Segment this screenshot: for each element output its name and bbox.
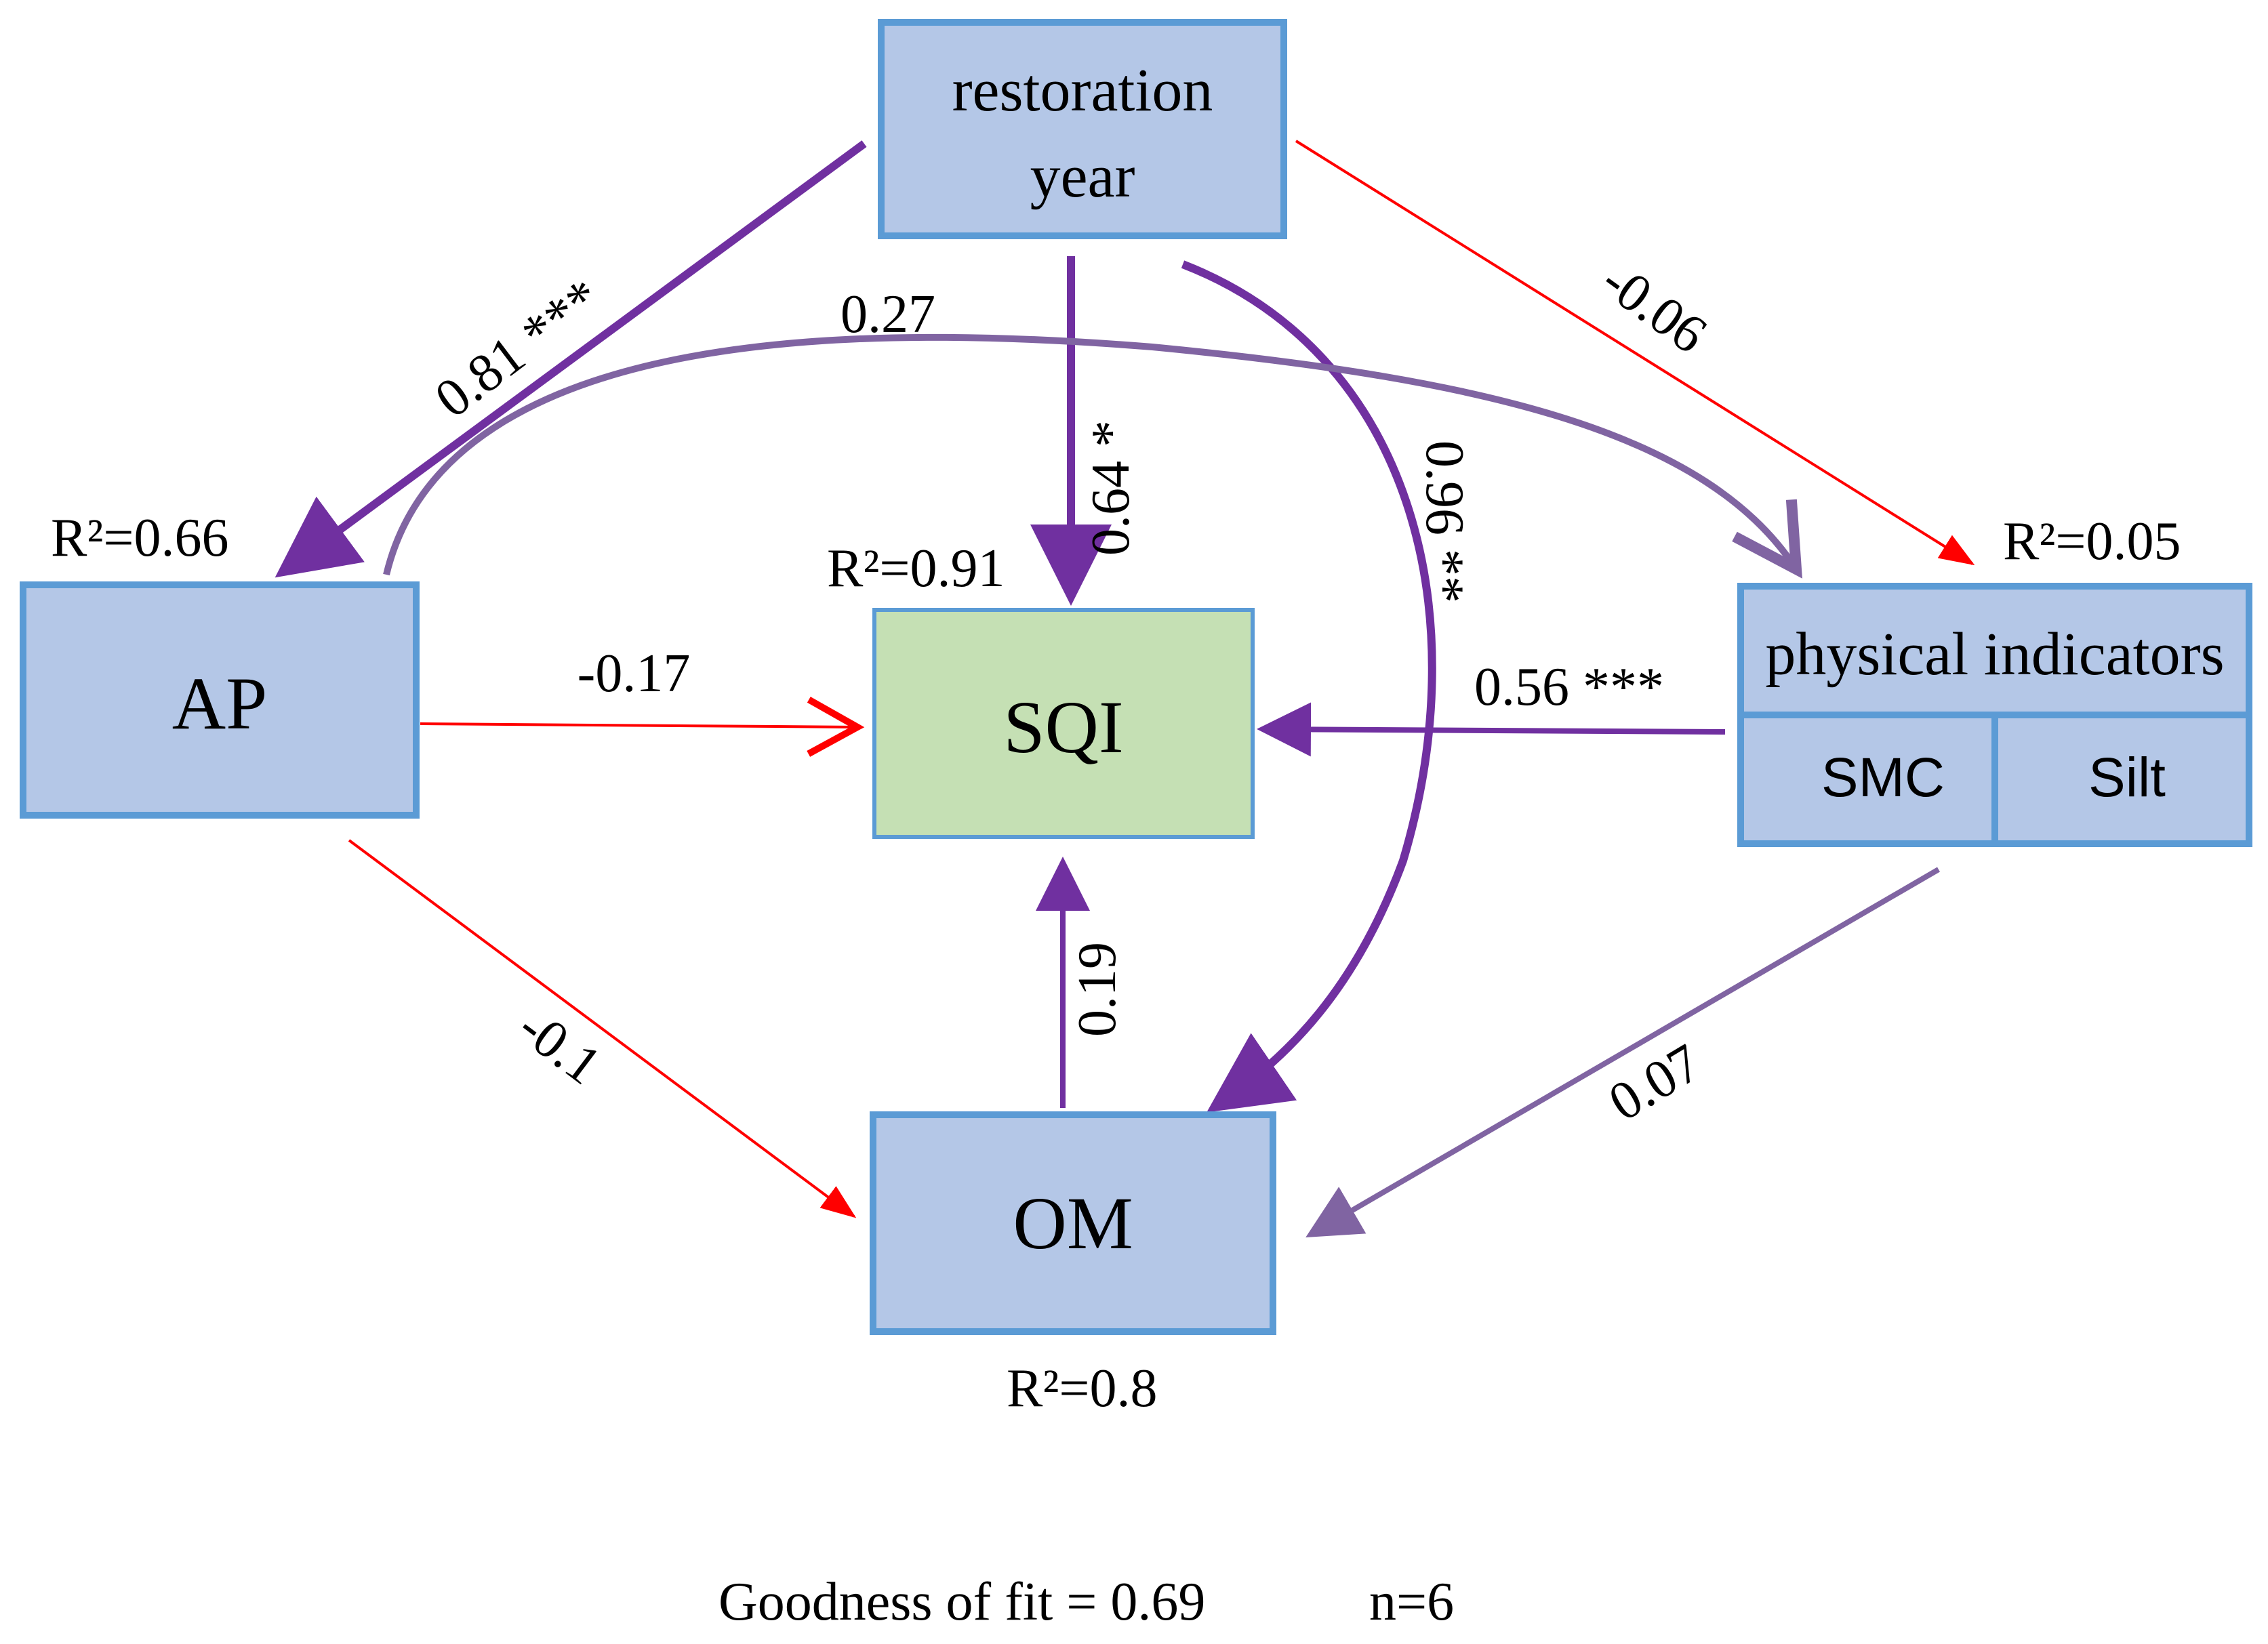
sqi-label: SQI <box>1003 686 1123 768</box>
coef-restoration-sqi: 0.64 * <box>1081 420 1141 556</box>
om-r2: R²=0.8 <box>1007 1359 1157 1418</box>
node-ap: AP <box>20 581 420 819</box>
physical-sub-smc: SMC <box>1821 747 1945 808</box>
coef-physical-om: 0.07 <box>1599 1033 1711 1133</box>
arrow-ap-sqi <box>420 697 865 757</box>
physical-label: physical indicators <box>1765 621 2224 688</box>
coef-restoration-om: 0.96 ** <box>1415 440 1474 603</box>
coef-om-sqi: 0.19 <box>1068 942 1127 1037</box>
coef-ap-physical: 0.27 <box>841 285 935 344</box>
coef-physical-sqi: 0.56 *** <box>1474 657 1664 717</box>
arrow-restoration-physical <box>1295 140 1975 566</box>
coef-ap-om: -0.1 <box>508 997 612 1096</box>
goodness-of-fit: Goodness of fit = 0.69 <box>718 1572 1205 1632</box>
arrow-ap-om <box>348 839 857 1218</box>
physical-sub-silt: Silt <box>2088 747 2166 808</box>
om-label: OM <box>1013 1182 1133 1265</box>
node-sqi: SQI <box>872 608 1255 839</box>
ap-r2: R²=0.66 <box>51 508 228 568</box>
restoration-label-line1: restoration <box>952 57 1213 124</box>
node-physical-indicators: physical indicators SMC Silt <box>1737 583 2252 847</box>
node-restoration-year: restoration year <box>878 19 1287 239</box>
arrow-ap-physical <box>383 333 1802 579</box>
physical-r2: R²=0.05 <box>2003 512 2181 571</box>
ap-label: AP <box>172 662 268 745</box>
restoration-label-line2: year <box>1030 143 1135 210</box>
arrow-restoration-ap <box>275 140 867 578</box>
node-om: OM <box>870 1111 1276 1335</box>
sample-size: n=6 <box>1369 1572 1454 1632</box>
arrow-physical-sqi <box>1257 702 1726 757</box>
sqi-r2: R²=0.91 <box>827 539 1005 598</box>
arrow-physical-om <box>1305 867 1941 1238</box>
coef-ap-sqi: -0.17 <box>578 644 691 703</box>
coef-restoration-physical: -0.06 <box>1591 250 1718 365</box>
